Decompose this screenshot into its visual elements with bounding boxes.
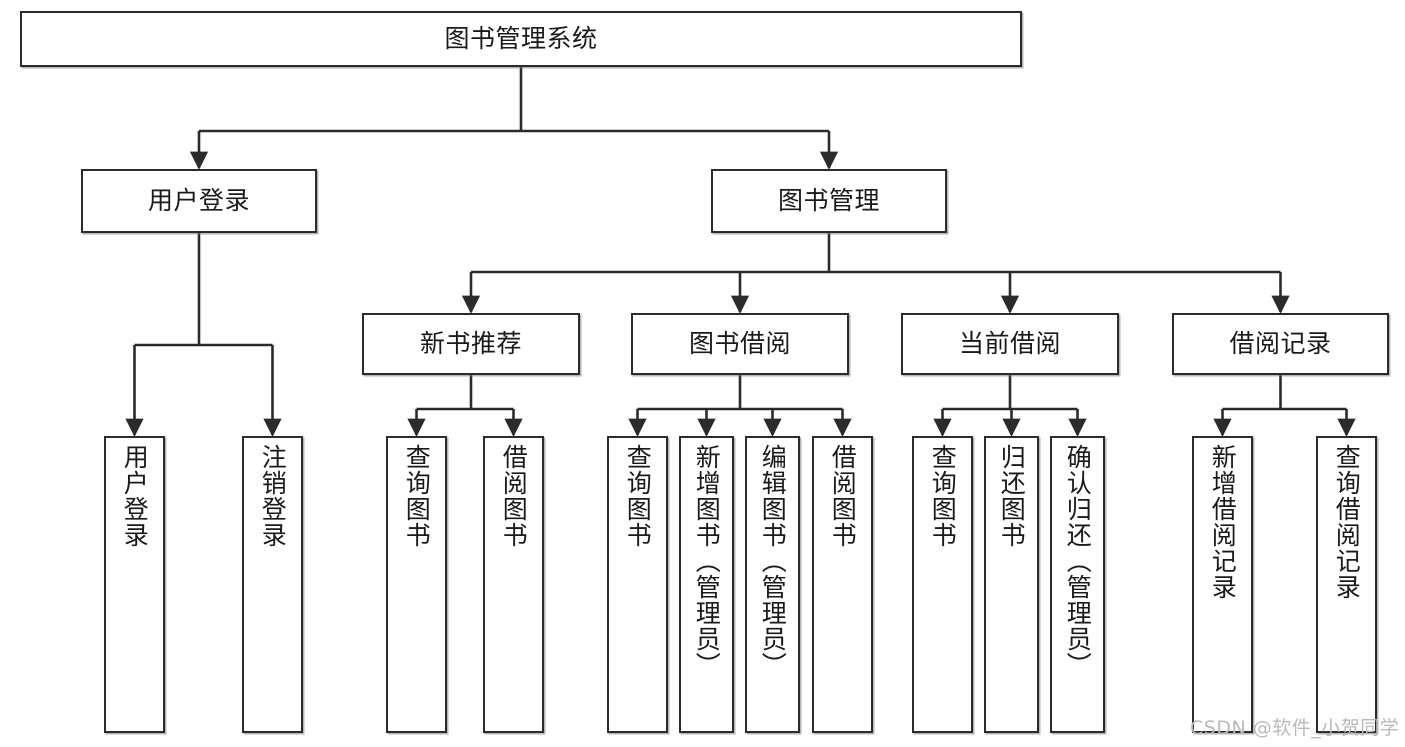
node-label: 确认归还（管理员） bbox=[1063, 444, 1093, 678]
node-label: 注销登录 bbox=[258, 444, 288, 548]
node-book-admin[interactable]: 图书管理 bbox=[711, 169, 947, 233]
node-book-borrow[interactable]: 图书借阅 bbox=[631, 313, 849, 375]
node-label: 查询图书 bbox=[928, 444, 958, 548]
node-borrow-records[interactable]: 借阅记录 bbox=[1172, 313, 1389, 375]
node-label: 用户登录 bbox=[147, 186, 250, 216]
node-label: 查询图书 bbox=[402, 444, 432, 548]
node-leaf-return-book[interactable]: 归还图书 bbox=[984, 436, 1039, 733]
node-label: 图书管理系统 bbox=[444, 24, 598, 54]
node-label: 新书推荐 bbox=[419, 329, 522, 359]
node-label: 新增图书（管理员） bbox=[692, 444, 722, 678]
node-leaf-add-record[interactable]: 新增借阅记录 bbox=[1192, 436, 1253, 733]
node-label: 当前借阅 bbox=[958, 329, 1061, 359]
node-leaf-edit-book[interactable]: 编辑图书（管理员） bbox=[745, 436, 800, 733]
node-leaf-borrow-book-br[interactable]: 借阅图书 bbox=[812, 436, 873, 733]
node-label: 查询图书 bbox=[623, 444, 653, 548]
node-label: 图书借阅 bbox=[688, 329, 791, 359]
node-leaf-query-book-cb[interactable]: 查询图书 bbox=[912, 436, 973, 733]
node-root-system[interactable]: 图书管理系统 bbox=[20, 11, 1022, 67]
node-leaf-query-book-br[interactable]: 查询图书 bbox=[607, 436, 668, 733]
node-user-login[interactable]: 用户登录 bbox=[81, 169, 317, 233]
node-leaf-logout[interactable]: 注销登录 bbox=[242, 436, 303, 733]
node-label: 新增借阅记录 bbox=[1208, 444, 1238, 600]
node-label: 编辑图书（管理员） bbox=[758, 444, 788, 678]
node-label: 归还图书 bbox=[997, 444, 1027, 548]
watermark-label: CSDN @软件_小贺同学 bbox=[1190, 717, 1400, 739]
node-label: 借阅图书 bbox=[499, 444, 529, 548]
node-current-borrow[interactable]: 当前借阅 bbox=[901, 313, 1119, 375]
node-label: 借阅图书 bbox=[828, 444, 858, 548]
node-new-book-rec[interactable]: 新书推荐 bbox=[362, 313, 580, 375]
node-leaf-query-book-rec[interactable]: 查询图书 bbox=[386, 436, 447, 733]
node-leaf-query-record[interactable]: 查询借阅记录 bbox=[1316, 436, 1377, 733]
node-label: 用户登录 bbox=[120, 444, 150, 548]
node-label: 借阅记录 bbox=[1229, 329, 1332, 359]
node-label: 图书管理 bbox=[777, 186, 880, 216]
node-label: 查询借阅记录 bbox=[1332, 444, 1362, 600]
node-leaf-user-login[interactable]: 用户登录 bbox=[104, 436, 165, 733]
node-leaf-borrow-book-rec[interactable]: 借阅图书 bbox=[483, 436, 544, 733]
node-leaf-add-book[interactable]: 新增图书（管理员） bbox=[679, 436, 734, 733]
node-leaf-confirm-return[interactable]: 确认归还（管理员） bbox=[1050, 436, 1105, 733]
